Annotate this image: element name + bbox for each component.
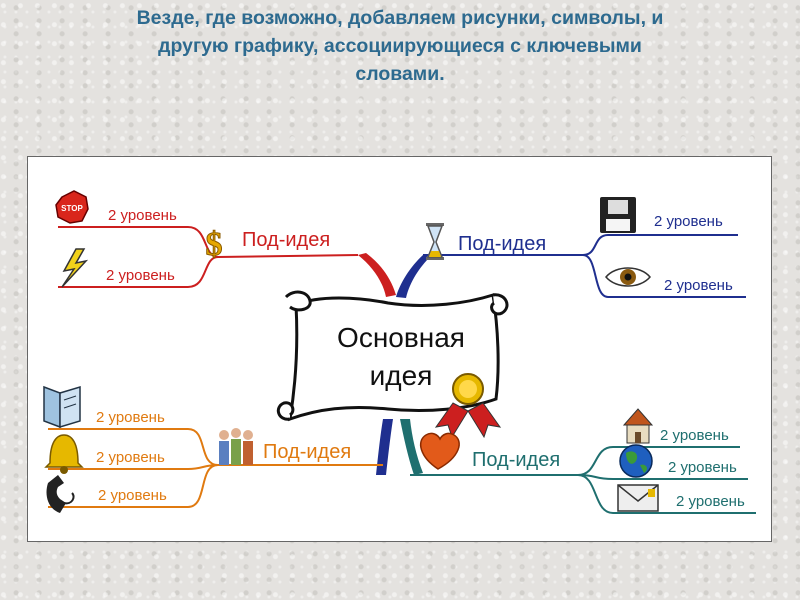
floppy-disk-icon: [600, 197, 636, 233]
level-two-label: 2 уровень: [654, 213, 723, 230]
slide-heading: Везде, где возможно, добавляем рисунки, …: [30, 4, 770, 88]
heart-icon: [419, 432, 460, 470]
telephone-icon: [46, 475, 75, 513]
house-icon: [622, 408, 654, 444]
heading-line: Везде, где возможно, добавляем рисунки, …: [136, 7, 664, 29]
sub-idea-label-bottom-left: Под-идея: [263, 441, 352, 463]
branch-line-top-left: [58, 256, 219, 288]
heading-line: словами.: [355, 63, 445, 85]
people-icon: [219, 428, 253, 465]
ribbon-red: [358, 253, 396, 297]
envelope-icon: [617, 484, 659, 512]
svg-text:$: $: [206, 226, 223, 263]
dollar-icon: $: [205, 226, 223, 264]
level-two-label: 2 уровень: [108, 207, 177, 224]
ribbon-teal: [400, 419, 423, 475]
level-two-label: 2 уровень: [664, 277, 733, 294]
level-two-label: 2 уровень: [676, 493, 745, 510]
heading-line: другую графику, ассоциирующиеся с ключев…: [158, 35, 642, 57]
hourglass-icon: [426, 223, 444, 260]
ribbon-blue-top: [396, 255, 430, 298]
mind-map-drawing: STOP $: [43, 190, 756, 514]
level-two-label: 2 уровень: [668, 459, 737, 476]
branch-line-bottom-right: [577, 474, 756, 514]
branch-line-bottom-left: [48, 464, 219, 508]
central-idea-label: Основная идея: [316, 319, 486, 395]
sub-idea-label-top-left: Под-идея: [242, 229, 331, 251]
level-two-label: 2 уровень: [660, 427, 729, 444]
central-idea-line: Основная: [337, 322, 465, 353]
level-two-label: 2 уровень: [106, 267, 175, 284]
svg-text:STOP: STOP: [61, 204, 83, 213]
eye-icon: [605, 267, 651, 287]
ribbon-blue-bottom: [376, 419, 393, 475]
level-two-label: 2 уровень: [96, 409, 165, 426]
globe-icon: [619, 444, 653, 478]
stop-sign-icon: STOP: [55, 190, 89, 224]
sub-idea-label-bottom-right: Под-идея: [472, 449, 561, 471]
bell-icon: [44, 434, 84, 474]
scroll-icon: [276, 290, 509, 422]
mind-map-panel: STOP $: [27, 156, 772, 542]
level-two-label: 2 уровень: [96, 449, 165, 466]
branch-line-top-right: [582, 254, 746, 298]
book-icon: [43, 385, 81, 429]
level-two-label: 2 уровень: [98, 487, 167, 504]
sub-idea-label-top-right: Под-идея: [458, 233, 547, 255]
lightning-icon: [61, 248, 89, 288]
award-seal-icon: [434, 373, 502, 439]
central-idea-line: идея: [369, 360, 433, 391]
